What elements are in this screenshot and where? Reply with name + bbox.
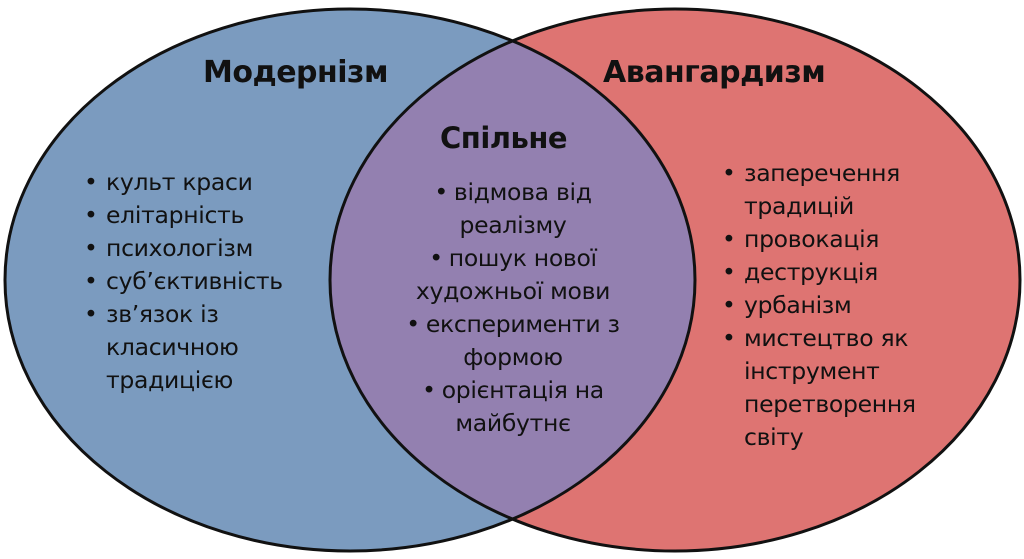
list-item: •експерименти з формою — [406, 310, 620, 371]
list-item: деструкція — [722, 256, 962, 289]
list-item: провокація — [722, 223, 962, 256]
list-item: суб’єктивність — [84, 265, 344, 298]
modernism-list: культ краси елітарність психологізм суб’… — [84, 166, 344, 397]
avantgarde-title: Авангардизм — [603, 55, 826, 90]
list-item: заперечення традицій — [722, 157, 944, 223]
list-item: мистецтво як інструмент перетворення сві… — [722, 322, 969, 454]
list-item: •пошук нової художньої мови — [415, 244, 611, 305]
list-item: урбанізм — [722, 289, 962, 322]
modernism-title: Модернізм — [203, 55, 388, 90]
list-item: •орієнтація на майбутнє — [422, 376, 604, 437]
list-item: •відмова від реалізму — [434, 178, 592, 239]
list-item: елітарність — [84, 199, 344, 232]
overlap-region — [330, 9, 695, 551]
common-title: Спільне — [440, 121, 568, 155]
common-list: •відмова від реалізму •пошук нової худож… — [388, 176, 638, 440]
list-item: психологізм — [84, 232, 344, 265]
list-item: культ краси — [84, 166, 344, 199]
list-item: зв’язок із класичною традицією — [84, 298, 296, 397]
avantgarde-list: заперечення традицій провокація деструкц… — [722, 157, 962, 454]
